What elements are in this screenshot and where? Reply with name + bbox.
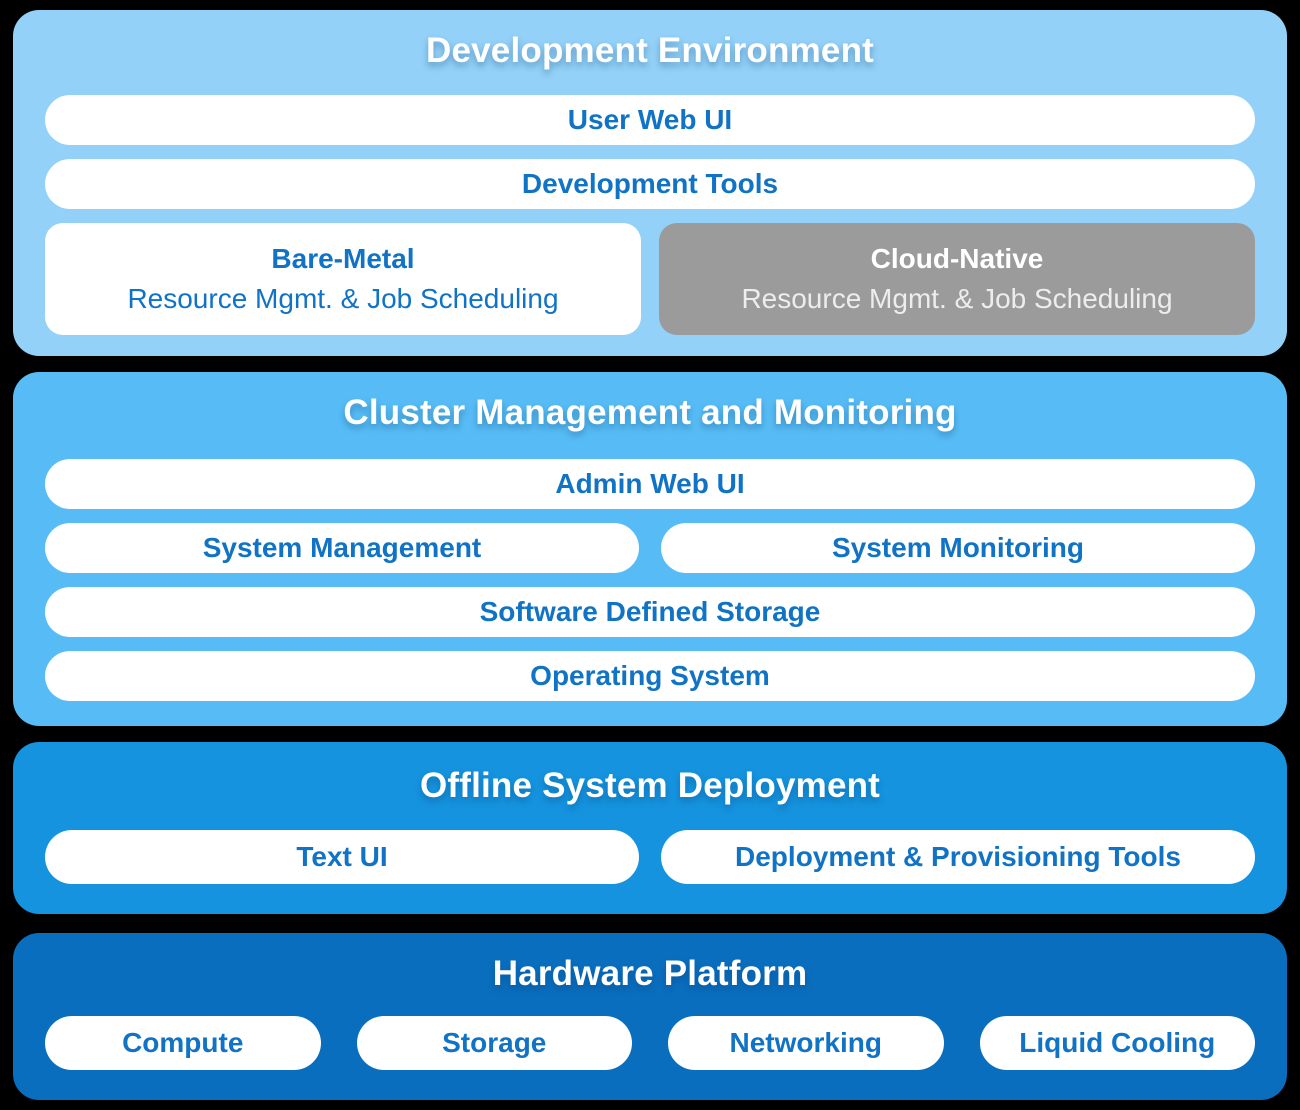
block-system-monitoring: System Monitoring — [661, 523, 1255, 573]
deployment-row: Text UI Deployment & Provisioning Tools — [45, 830, 1255, 884]
block-label: Storage — [442, 1027, 547, 1058]
block-software-defined-storage: Software Defined Storage — [45, 587, 1255, 637]
block-label: Liquid Cooling — [1019, 1027, 1216, 1058]
block-storage: Storage — [356, 1016, 632, 1070]
block-compute: Compute — [45, 1016, 321, 1070]
hardware-row: Compute Storage Networking Liquid Coolin… — [45, 1016, 1255, 1070]
block-label: Operating System — [530, 660, 770, 691]
block-text-ui: Text UI — [45, 830, 639, 884]
block-label: Development Tools — [521, 168, 779, 199]
block-admin-web-ui: Admin Web UI — [45, 459, 1255, 509]
block-system-management: System Management — [45, 523, 639, 573]
block-subtitle: Resource Mgmt. & Job Scheduling — [741, 283, 1173, 314]
block-operating-system: Operating System — [45, 651, 1255, 701]
resource-mgmt-row: Bare-Metal Resource Mgmt. & Job Scheduli… — [45, 223, 1255, 335]
block-deployment-provisioning-tools: Deployment & Provisioning Tools — [661, 830, 1255, 884]
block-title: Bare-Metal — [271, 243, 415, 274]
block-user-web-ui: User Web UI — [45, 95, 1255, 145]
block-label: Text UI — [296, 841, 388, 872]
block-development-tools: Development Tools — [45, 159, 1255, 209]
block-label: System Management — [202, 532, 482, 563]
block-cloud-native: Cloud-Native Resource Mgmt. & Job Schedu… — [659, 223, 1255, 335]
layer-title-offline-deployment: Offline System Deployment — [419, 766, 881, 805]
layer-cluster-management: Cluster Management and Monitoring Admin … — [13, 372, 1287, 726]
block-label: Software Defined Storage — [479, 596, 821, 627]
layer-title-hardware-platform: Hardware Platform — [492, 954, 808, 993]
block-bare-metal: Bare-Metal Resource Mgmt. & Job Scheduli… — [45, 223, 641, 335]
layer-offline-deployment: Offline System Deployment Text UI Deploy… — [13, 742, 1287, 914]
block-liquid-cooling: Liquid Cooling — [979, 1016, 1255, 1070]
block-label: Admin Web UI — [555, 468, 745, 499]
block-title: Cloud-Native — [870, 243, 1044, 274]
layer-title-development-environment: Development Environment — [425, 31, 874, 70]
block-networking: Networking — [668, 1016, 944, 1070]
block-subtitle: Resource Mgmt. & Job Scheduling — [127, 283, 559, 314]
layer-hardware-platform: Hardware Platform Compute Storage Networ… — [13, 933, 1287, 1100]
system-row: System Management System Monitoring — [45, 523, 1255, 573]
layer-development-environment: Development Environment User Web UI Deve… — [13, 10, 1287, 356]
block-label: Compute — [122, 1027, 244, 1058]
block-label: Deployment & Provisioning Tools — [735, 841, 1181, 872]
block-label: System Monitoring — [831, 532, 1084, 563]
layer-title-cluster-management: Cluster Management and Monitoring — [343, 393, 957, 432]
block-label: Networking — [729, 1027, 882, 1058]
block-label: User Web UI — [567, 104, 733, 135]
